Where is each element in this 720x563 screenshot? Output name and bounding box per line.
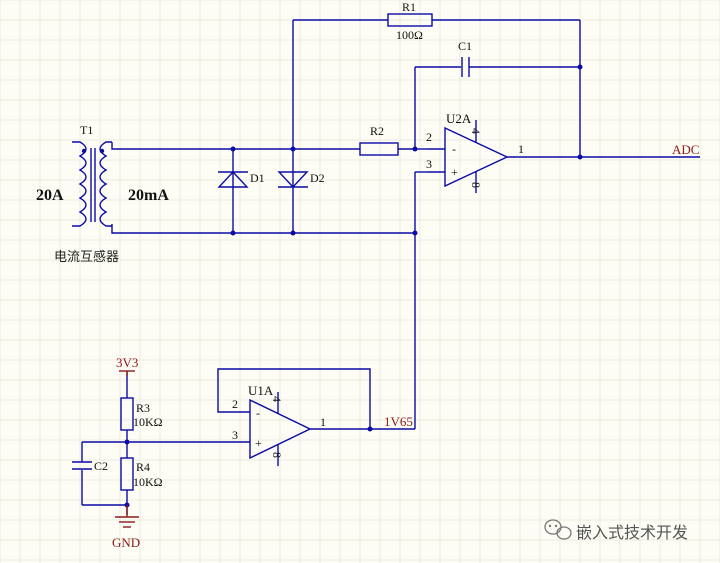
resistor-r3-ref: R3 — [136, 401, 150, 415]
opamp-u1a-pin-bottom: 8 — [270, 452, 284, 458]
transformer-caption: 电流互感器 — [54, 249, 119, 264]
opamp-u1a-sign-inv: - — [256, 406, 260, 420]
opamp-u1a-pin-noninv: 3 — [232, 428, 238, 442]
watermark-text: 嵌入式技术开发 — [576, 524, 688, 542]
vcc-label: 3V3 — [116, 355, 138, 370]
opamp-u1a: U1A 2 3 1 - + 4 8 — [232, 383, 326, 466]
transformer-secondary-label: 20mA — [128, 187, 169, 204]
transformer-t1: T1 20A 20mA 电流互感器 — [36, 123, 169, 264]
opamp-u1a-sign-noninv: + — [255, 436, 262, 450]
gnd-label: GND — [112, 535, 140, 550]
watermark: 嵌入式技术开发 — [544, 519, 688, 542]
resistor-r2-ref: R2 — [370, 124, 384, 138]
junctions — [124, 64, 583, 508]
resistor-r4-value: 10KΩ — [133, 475, 163, 489]
opamp-u2a-pin-out: 1 — [518, 142, 524, 156]
opamp-u2a-ref: U2A — [446, 111, 472, 126]
opamp-u2a-sign-inv: - — [452, 142, 456, 156]
diode-d1: D1 — [217, 170, 265, 188]
opamp-u1a-pin-top: 4 — [270, 396, 284, 402]
opamp-u1a-pin-inv: 2 — [232, 397, 238, 411]
transformer-ref: T1 — [80, 123, 93, 137]
capacitor-c1: C1 — [458, 39, 472, 77]
wechat-icon — [544, 519, 572, 540]
resistor-r4: R4 10KΩ — [120, 457, 163, 491]
opamp-u2a-sign-noninv: + — [451, 165, 458, 179]
capacitor-c2: C2 — [72, 459, 108, 473]
vcc-symbol: 3V3 — [116, 355, 138, 376]
resistor-r3-value: 10KΩ — [133, 415, 163, 429]
diode-d1-ref: D1 — [250, 171, 265, 185]
wires — [81, 19, 700, 515]
opamp-u2a-pin-inv: 2 — [426, 130, 432, 144]
opamp-u2a-pin-noninv: 3 — [426, 157, 432, 171]
diode-d2-ref: D2 — [310, 171, 325, 185]
opamp-u2a: U2A 2 3 1 - + 4 8 — [426, 111, 524, 193]
diode-d2: D2 — [277, 171, 325, 189]
capacitor-c2-ref: C2 — [94, 459, 108, 473]
resistor-r1-value: 100Ω — [396, 28, 423, 42]
transformer-primary-label: 20A — [36, 187, 64, 204]
resistor-r2: R2 — [359, 124, 399, 156]
opamp-u2a-pin-top: 4 — [469, 128, 483, 134]
resistor-r1: R1 100Ω — [387, 0, 433, 42]
resistor-r1-ref: R1 — [402, 0, 416, 14]
opamp-u1a-ref: U1A — [248, 383, 274, 398]
adc-net-label: ADC — [672, 142, 699, 157]
v165-net-label: 1V65 — [384, 414, 413, 429]
resistor-r3: R3 10KΩ — [120, 397, 163, 431]
resistor-r4-ref: R4 — [136, 460, 150, 474]
ground-symbol: GND — [112, 505, 140, 550]
opamp-u2a-pin-bottom: 8 — [469, 182, 483, 188]
opamp-u1a-pin-out: 1 — [320, 415, 326, 429]
capacitor-c1-ref: C1 — [458, 39, 472, 53]
